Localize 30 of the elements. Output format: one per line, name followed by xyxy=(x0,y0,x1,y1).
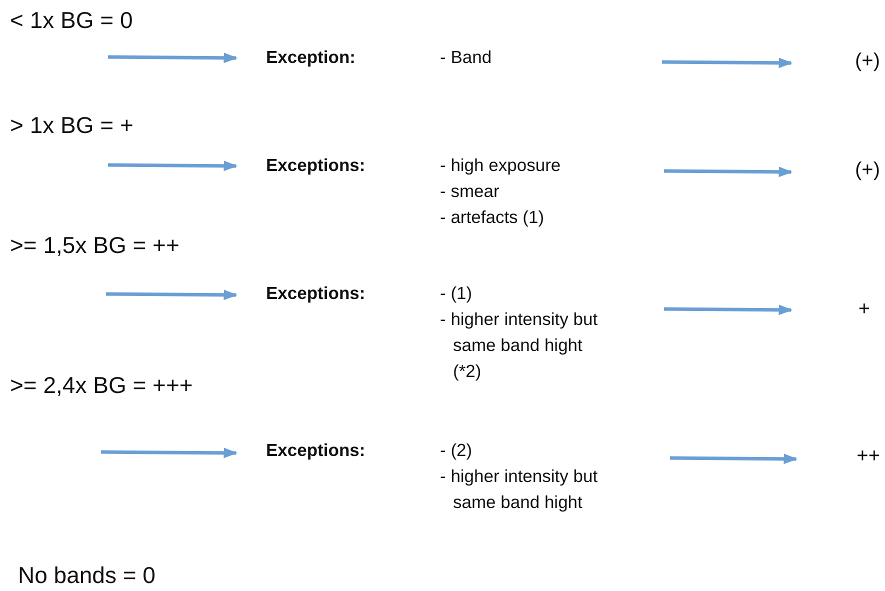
result-text: (+) xyxy=(854,158,880,183)
exception-heading: Exceptions: xyxy=(266,439,366,462)
list-item: - smear xyxy=(440,180,500,203)
arrow xyxy=(664,304,793,316)
arrow xyxy=(662,58,793,68)
result-text: (+) xyxy=(854,49,880,74)
list-item: (*2) xyxy=(452,360,482,383)
threshold-text: < 1x BG = 0 xyxy=(10,6,133,34)
arrow xyxy=(664,166,793,178)
list-item: - (1) xyxy=(440,282,474,305)
list-item: - higher intensity but same band hight xyxy=(440,465,599,514)
result-text: + xyxy=(857,297,870,322)
arrow xyxy=(106,290,238,300)
list-item: - artefacts (1) xyxy=(440,206,546,229)
exception-heading: Exceptions: xyxy=(266,282,366,305)
arrow xyxy=(108,52,238,64)
exception-heading: Exceptions: xyxy=(266,154,366,177)
list-item: - (2) xyxy=(440,439,474,462)
exception-heading: Exception: xyxy=(266,46,356,69)
threshold-text: > 1x BG = + xyxy=(10,111,134,139)
arrow xyxy=(100,448,238,458)
threshold-text: >= 2,4x BG = +++ xyxy=(10,371,193,399)
threshold-text: >= 1,5x BG = ++ xyxy=(10,231,180,259)
list-item: - higher intensity but same band hight xyxy=(440,308,599,357)
arrow xyxy=(108,160,238,172)
result-text: ++ xyxy=(856,444,880,469)
threshold-text: No bands = 0 xyxy=(18,561,156,589)
list-item: - Band xyxy=(440,46,493,69)
arrow xyxy=(670,454,798,464)
list-item: - high exposure xyxy=(440,154,562,177)
